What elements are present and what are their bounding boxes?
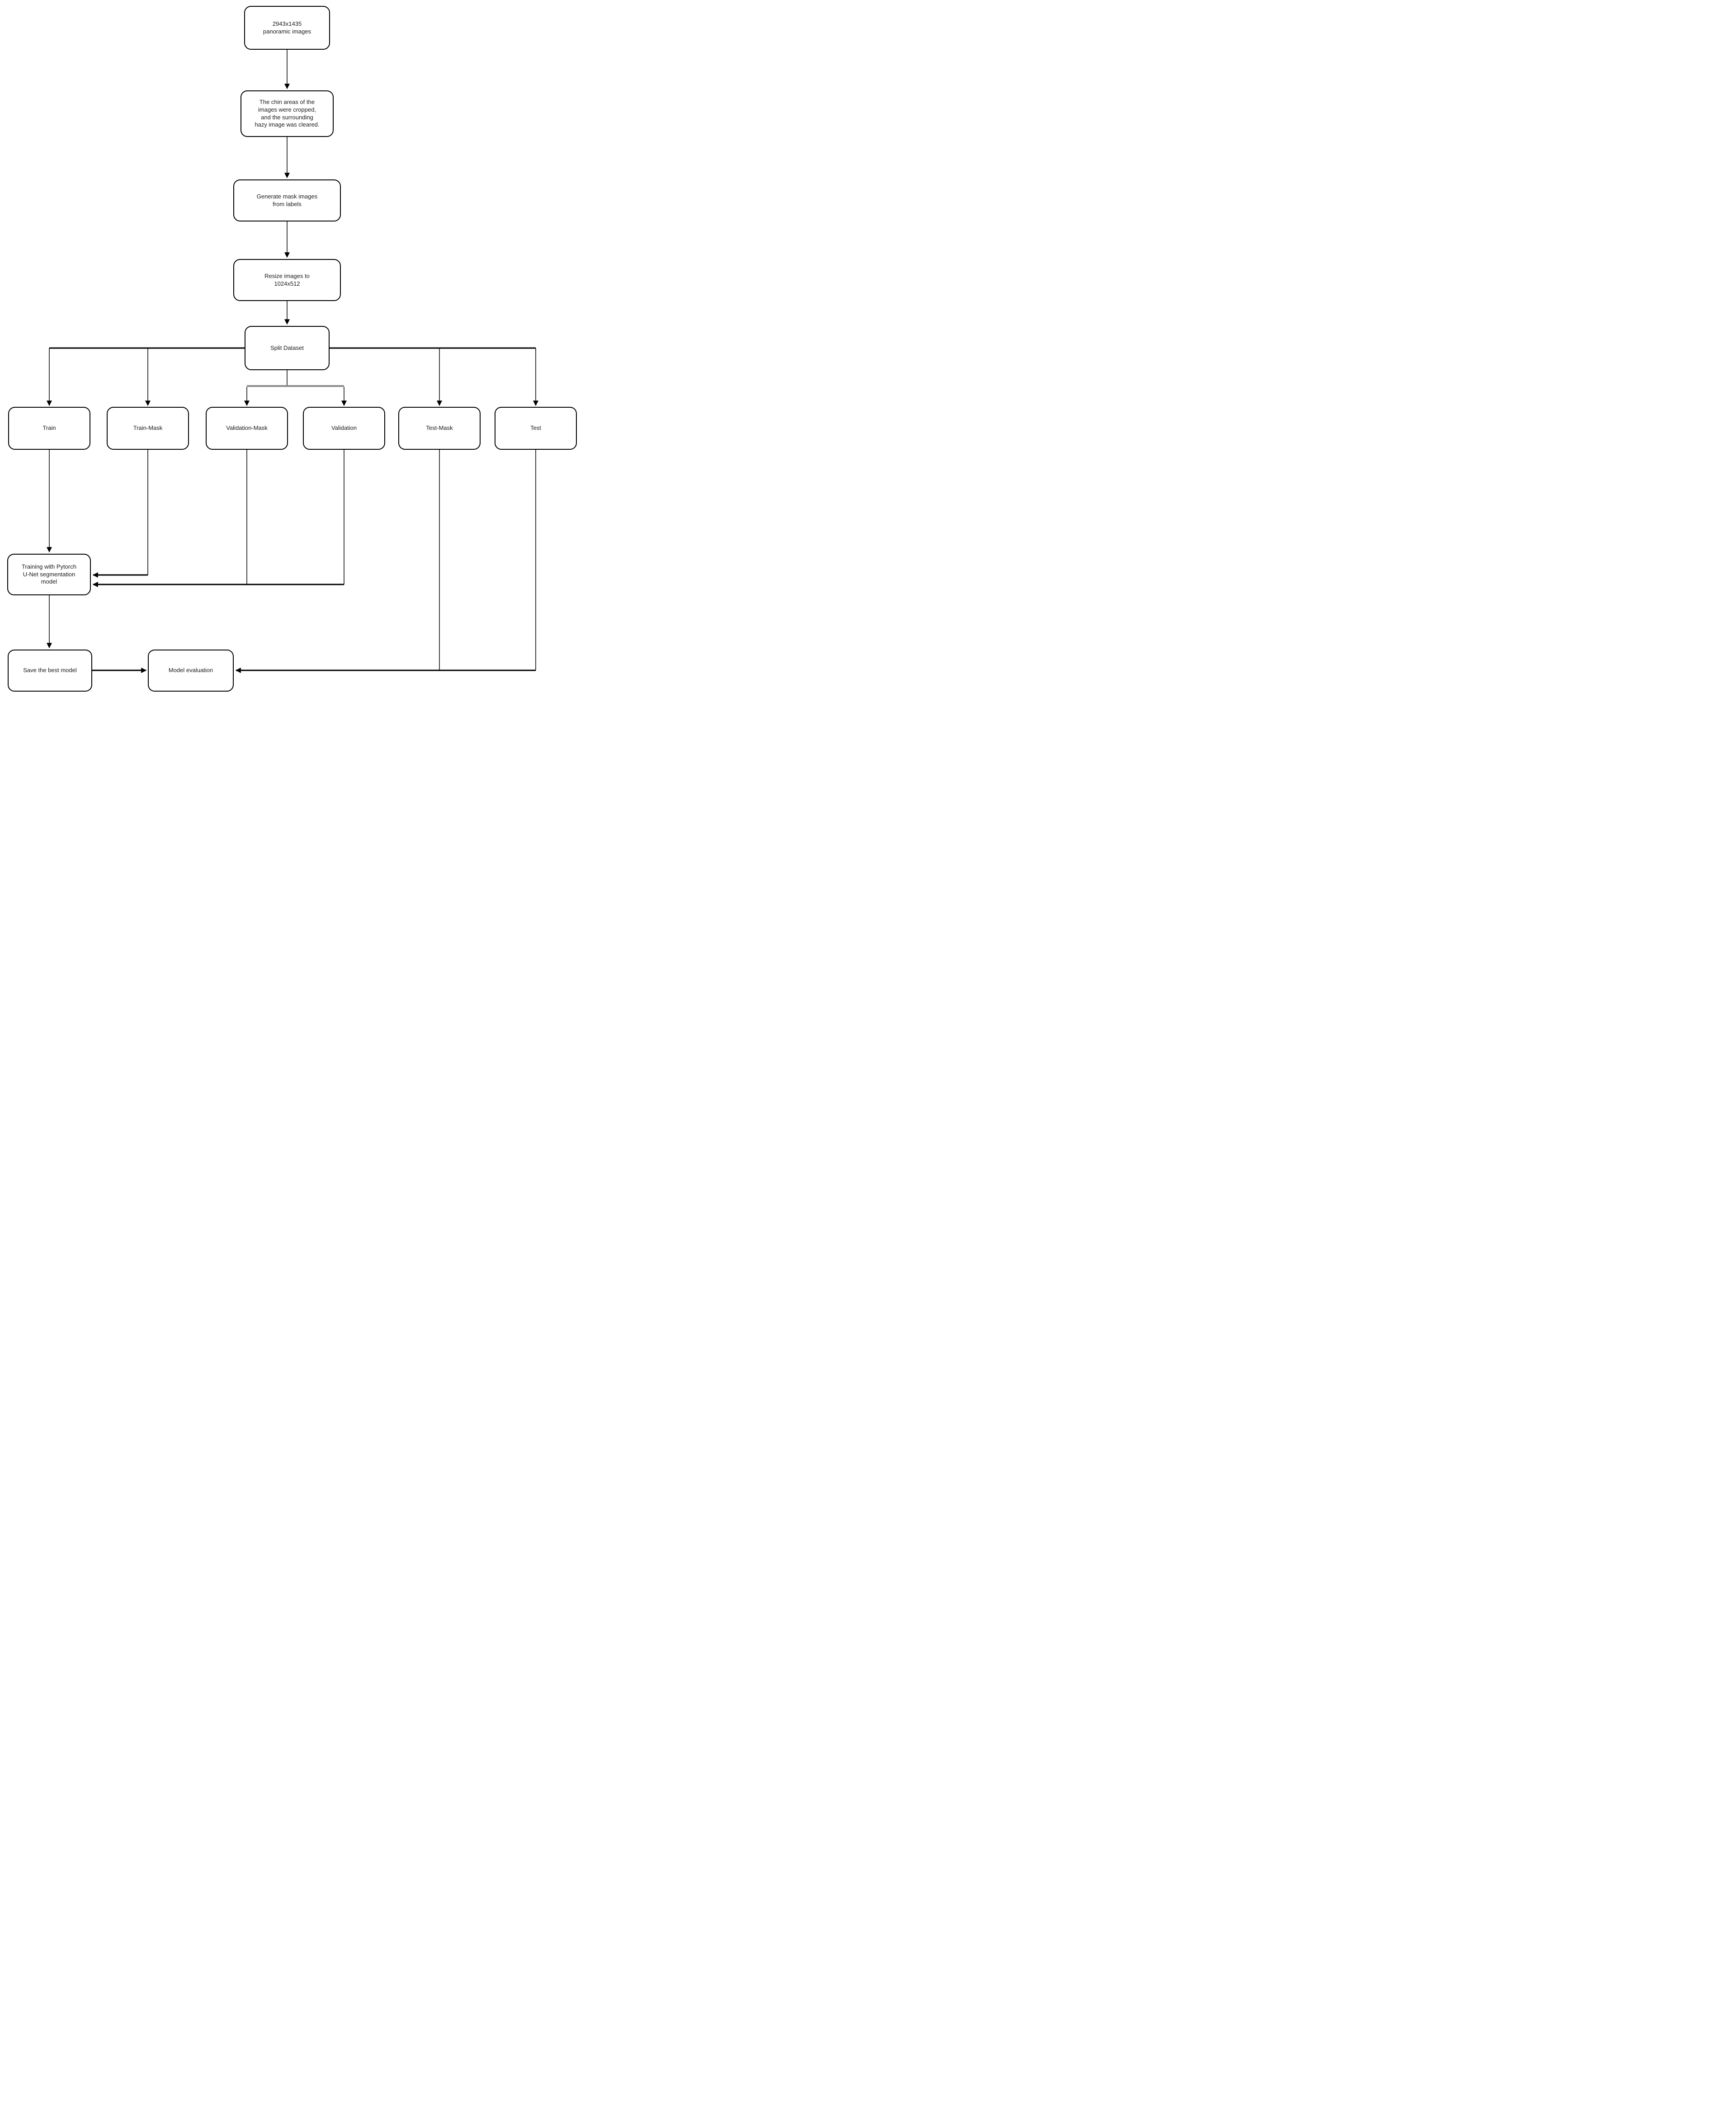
node-resize: Resize images to 1024x512 [233,259,341,301]
node-split-dataset: Split Dataset [245,326,330,370]
node-train-mask-label: Train-Mask [133,424,163,432]
node-save-model-label: Save the best model [23,667,77,674]
node-split-dataset-label: Split Dataset [270,344,304,351]
node-panoramic: 2943x1435 panoramic images [244,6,330,50]
node-crop-chin-label: The chin areas of the images were croppe… [255,99,320,128]
node-train-mask: Train-Mask [107,407,189,450]
node-generate-mask-label: Generate mask images from labels [256,193,318,207]
node-panoramic-label: 2943x1435 panoramic images [263,20,311,35]
node-test: Test [495,407,577,450]
node-model-eval-label: Model evaluation [168,667,213,674]
node-model-eval: Model evaluation [148,650,234,692]
node-test-label: Test [530,424,541,432]
node-generate-mask: Generate mask images from labels [233,179,341,221]
node-validation-mask: Validation-Mask [206,407,288,450]
node-validation: Validation [303,407,385,450]
node-crop-chin: The chin areas of the images were croppe… [241,90,334,137]
node-training-model-label: Training with Pytorch U-Net segmentation… [22,563,76,585]
node-training-model: Training with Pytorch U-Net segmentation… [7,554,91,595]
flowchart: 2943x1435 panoramic images The chin area… [0,0,579,700]
node-test-mask-label: Test-Mask [426,424,453,432]
node-resize-label: Resize images to 1024x512 [264,272,310,287]
node-validation-label: Validation [331,424,357,432]
node-train: Train [8,407,90,450]
node-train-label: Train [42,424,56,432]
node-save-model: Save the best model [8,650,92,692]
node-validation-mask-label: Validation-Mask [226,424,268,432]
node-test-mask: Test-Mask [398,407,481,450]
flowchart-edges [47,50,538,673]
